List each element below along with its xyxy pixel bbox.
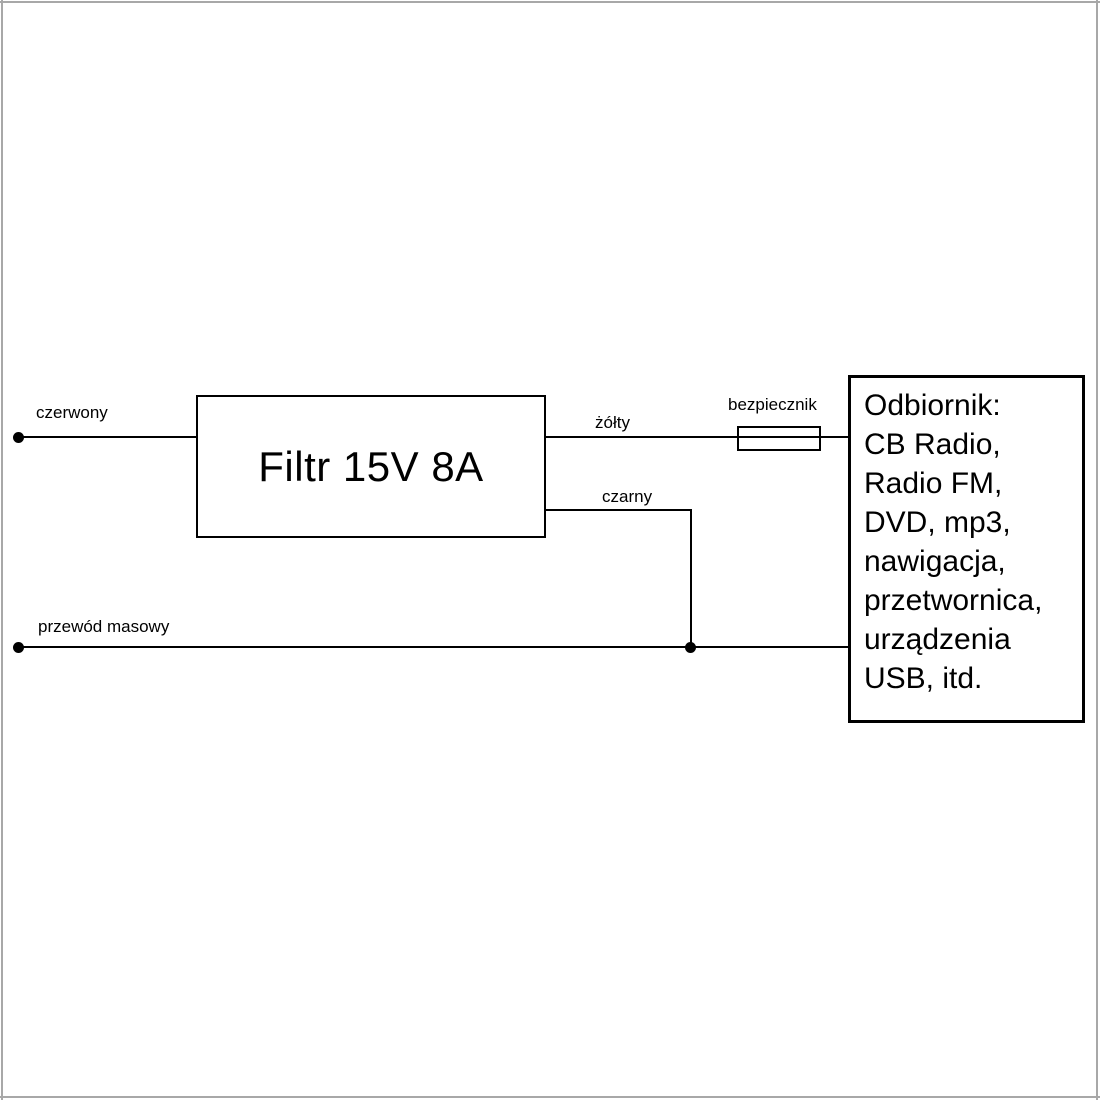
fuse-label: bezpiecznik xyxy=(728,395,817,414)
filter-label: Filtr 15V 8A xyxy=(258,442,484,490)
black-wire-horizontal xyxy=(546,509,692,511)
receiver-line: przetwornica, xyxy=(864,584,1043,617)
receiver-line: USB, itd. xyxy=(864,662,983,695)
receiver-line: nawigacja, xyxy=(864,545,1006,578)
frame-bottom xyxy=(0,1096,1100,1098)
red-wire xyxy=(18,436,196,438)
red-wire-label: czerwony xyxy=(36,403,108,422)
receiver-line: urządzenia xyxy=(864,623,1011,656)
frame-top xyxy=(0,1,1100,3)
receiver-line: Radio FM, xyxy=(864,467,1003,500)
ground-wire-label: przewód masowy xyxy=(38,617,170,636)
yellow-wire-label: żółty xyxy=(595,413,630,432)
yellow-wire xyxy=(546,436,848,438)
receiver-line: DVD, mp3, xyxy=(864,506,1011,539)
receiver-line: Odbiornik: xyxy=(864,389,1001,422)
black-wire-label: czarny xyxy=(602,487,653,506)
ground-junction-dot xyxy=(685,642,696,653)
frame-left xyxy=(1,0,3,1100)
receiver-line: CB Radio, xyxy=(864,428,1001,461)
ground-wire xyxy=(18,646,848,648)
frame-right xyxy=(1096,0,1098,1100)
black-wire-vertical xyxy=(690,509,692,649)
receiver-box: Odbiornik: CB Radio, Radio FM, DVD, mp3,… xyxy=(848,375,1085,723)
filter-box: Filtr 15V 8A xyxy=(196,395,546,538)
fuse-symbol xyxy=(737,426,821,451)
